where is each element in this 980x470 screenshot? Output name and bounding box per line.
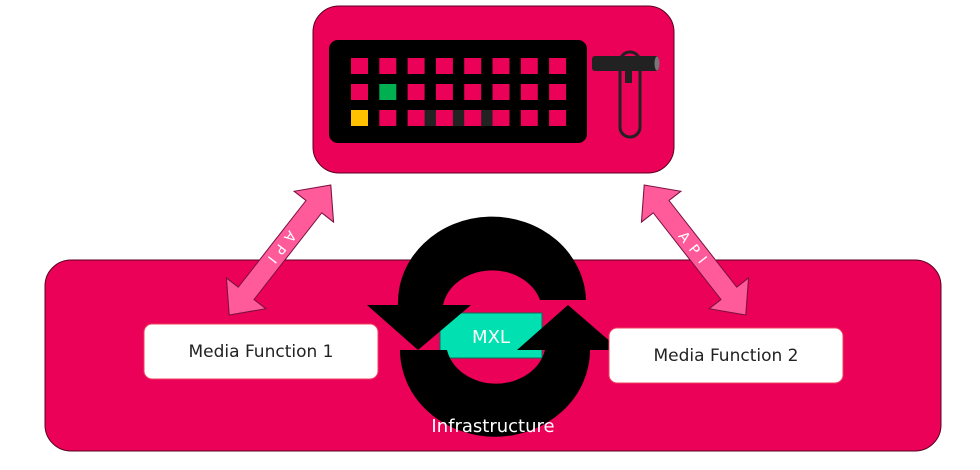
grid-button[interactable] (351, 58, 368, 74)
linked-button-bridge (480, 110, 494, 126)
grid-button[interactable] (492, 84, 510, 100)
grid-button[interactable] (520, 110, 538, 126)
grid-button[interactable] (549, 110, 567, 126)
grid-button[interactable] (520, 58, 538, 74)
grid-button[interactable] (464, 84, 482, 100)
grid-button-yellow[interactable] (351, 110, 368, 126)
linked-button-bridge (451, 110, 466, 126)
circular-arrows-icon (367, 216, 620, 437)
grid-button[interactable] (549, 84, 567, 100)
grid-button[interactable] (379, 110, 397, 126)
grid-button[interactable] (435, 84, 453, 100)
linked-button-bridge (423, 110, 437, 126)
grid-button[interactable] (407, 58, 425, 74)
grid-button[interactable] (549, 58, 567, 74)
infrastructure-label: Infrastructure (431, 416, 554, 437)
grid-button[interactable] (464, 58, 482, 74)
media-function-2-label: Media Function 2 (654, 346, 799, 366)
grid-button[interactable] (492, 110, 510, 126)
grid-button[interactable] (407, 110, 425, 126)
grid-button[interactable] (492, 58, 510, 74)
grid-button[interactable] (407, 84, 425, 100)
grid-button[interactable] (464, 110, 482, 126)
media-function-2-box (608, 327, 844, 384)
media-function-1-label: Media Function 1 (189, 342, 334, 362)
grid-button[interactable] (351, 84, 368, 100)
grid-button-green[interactable] (379, 84, 397, 100)
grid-button[interactable] (379, 58, 397, 74)
button-grid (351, 58, 567, 126)
grid-button[interactable] (435, 58, 453, 74)
fader-lever-icon (592, 50, 660, 139)
mxl-box (439, 312, 543, 359)
grid-button[interactable] (435, 110, 453, 126)
grid-button[interactable] (520, 84, 538, 100)
media-function-1-box (143, 323, 379, 380)
mxl-label: MXL (472, 327, 510, 348)
